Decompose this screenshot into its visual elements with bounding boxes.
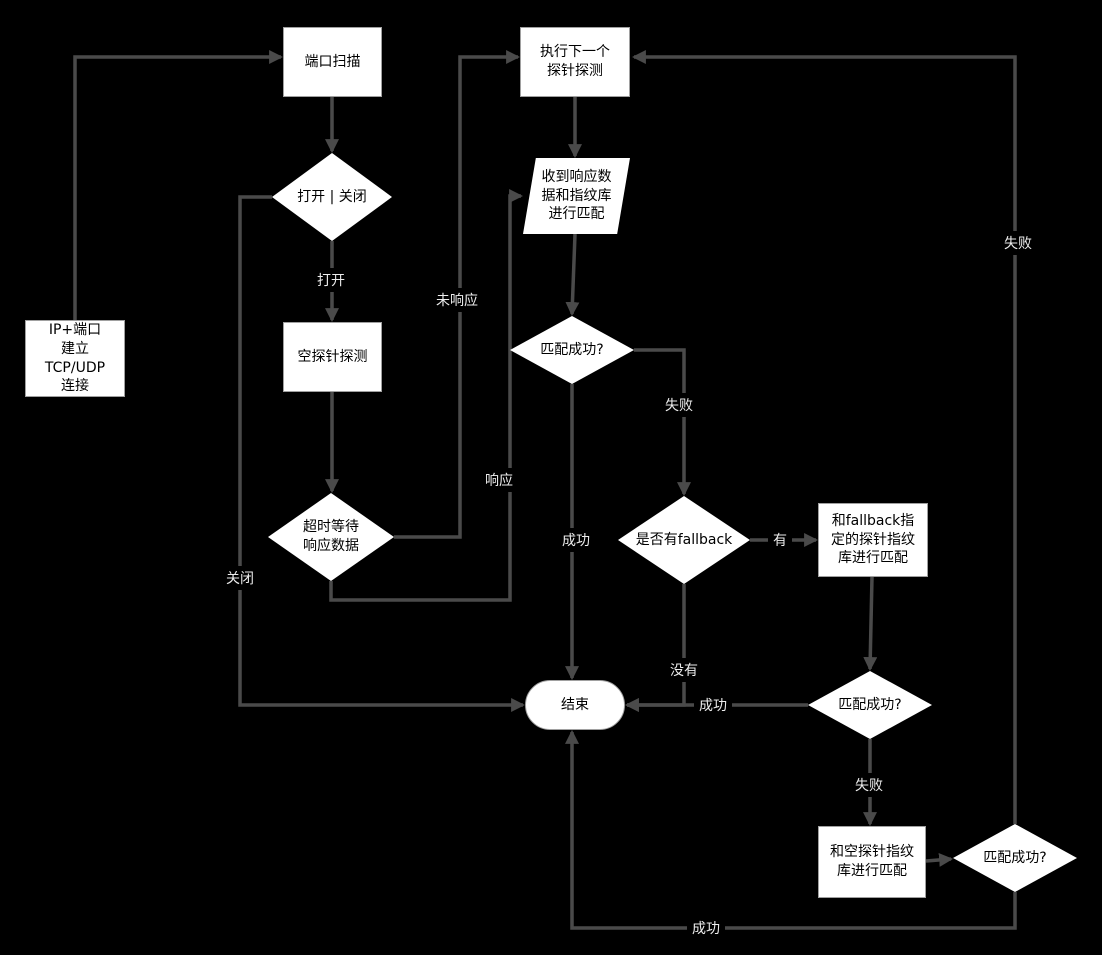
node-port-scan: 端口扫描 xyxy=(283,27,382,97)
edge-label-none: 没有 xyxy=(665,658,703,682)
edge-label-fail-2: 失败 xyxy=(850,773,888,797)
node-execute-next-probe: 执行下一个 探针探测 xyxy=(520,27,630,97)
node-fallback-fp-match: 和fallback指 定的探针指纹 库进行匹配 xyxy=(818,503,928,577)
edge-match1-fail-to-fallbackq xyxy=(634,348,691,497)
edge-closed-to-end xyxy=(238,195,526,712)
edge-label-success-2: 成功 xyxy=(694,693,732,717)
edge-label-no-response: 未响应 xyxy=(431,288,483,312)
edge-label-open: 打开 xyxy=(312,268,350,292)
node-receive-data-match: 收到响应数 据和指纹库 进行匹配 xyxy=(523,158,630,234)
edge-fallback-match-to-match2 xyxy=(863,576,878,672)
edge-label-fail-3: 失败 xyxy=(999,231,1037,255)
edge-match3-success-to-end xyxy=(565,729,1017,930)
node-null-probe-fp-match: 和空探针指纹 库进行匹配 xyxy=(818,826,926,898)
edge-none-to-end xyxy=(624,584,686,712)
edge-match3-fail-to-next-probe xyxy=(631,50,1017,824)
edge-label-success-3: 成功 xyxy=(687,916,725,940)
node-end: 结束 xyxy=(525,680,625,730)
edge-label-has: 有 xyxy=(768,528,792,552)
node-null-probe-detect: 空探针探测 xyxy=(283,322,382,392)
edge-label-success-1: 成功 xyxy=(557,528,595,552)
edge-label-response: 响应 xyxy=(480,468,518,492)
edge-null-fp-to-match3 xyxy=(925,852,954,867)
edge-label-fail-1: 失败 xyxy=(660,393,698,417)
edge-response-to-recv-match xyxy=(329,189,524,602)
edge-label-closed: 关闭 xyxy=(221,566,259,590)
node-ip-port-connect: IP+端口 建立 TCP/UDP 连接 xyxy=(25,320,125,397)
edge-recv-match-to-match1 xyxy=(565,233,580,317)
edge-ip-port-to-port-scan xyxy=(73,50,284,320)
